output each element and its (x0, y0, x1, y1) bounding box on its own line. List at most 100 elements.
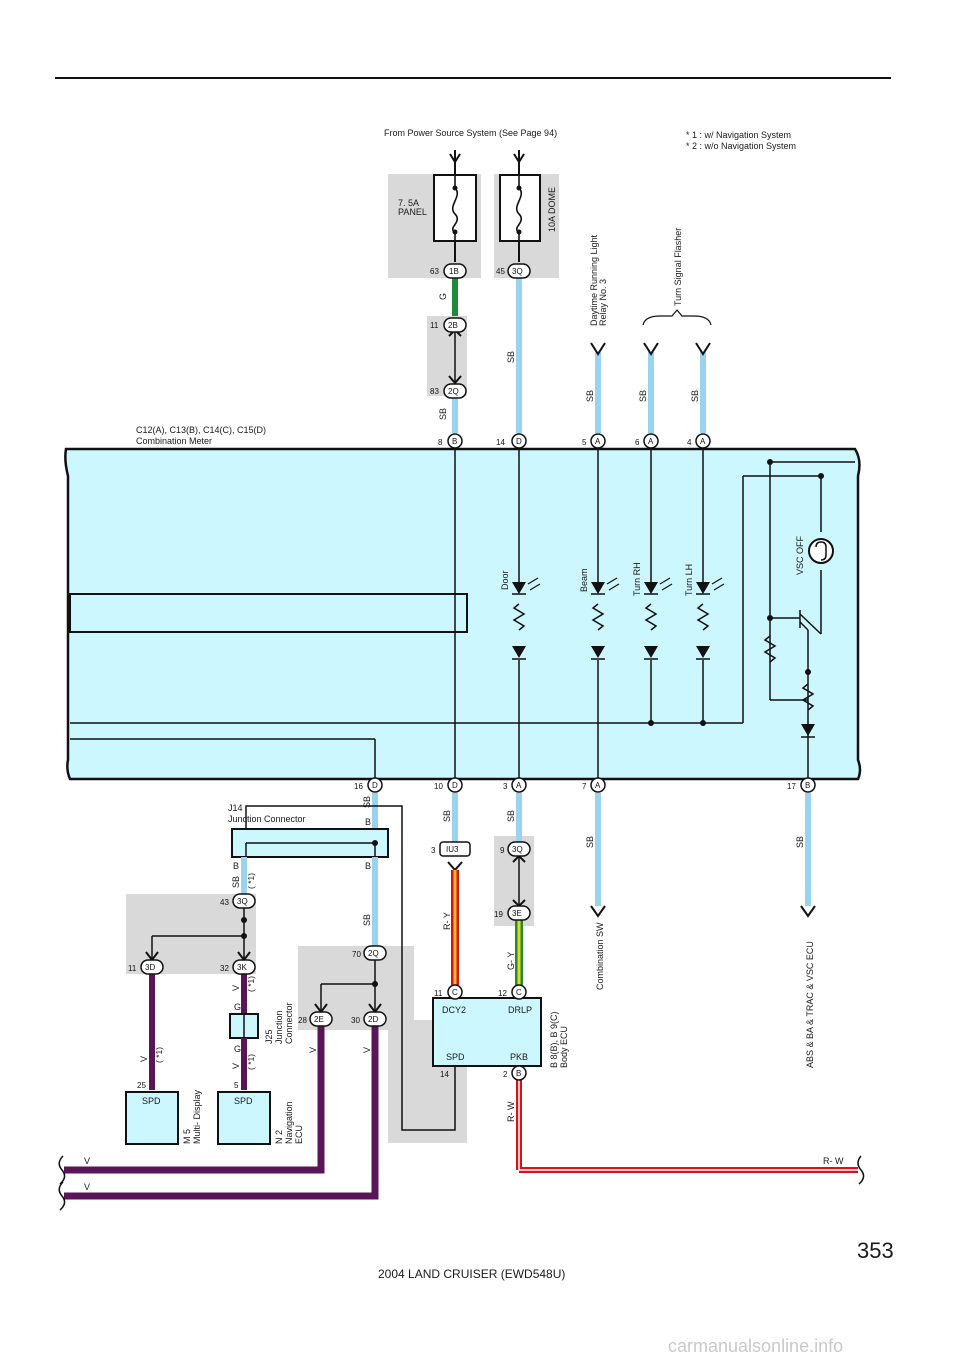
n2-name-2: ECU (294, 1125, 304, 1144)
fuse-panel-rating: 7. 5A (398, 198, 419, 208)
pin-70-2q: 70 (352, 950, 361, 959)
pin-16-d: 16 (354, 782, 363, 791)
conn-3e: 3E (512, 909, 522, 918)
wire-label-sb-4: SB (690, 390, 700, 402)
j25-name-2: Connector (284, 1002, 294, 1044)
conn-b-2: B (516, 1069, 521, 1078)
m5-name: Multi- Display (192, 1089, 202, 1144)
pin-25-m5: 25 (137, 1081, 146, 1090)
conn-2e: 2E (314, 1015, 324, 1024)
wire-label-sb-10: SB (442, 810, 452, 822)
j14-pin-b-left: B (233, 861, 239, 871)
ecu-pin-pkb: PKB (510, 1052, 528, 1062)
turn-flasher-brace (642, 309, 712, 326)
m5-id: M 5 (182, 1129, 192, 1144)
pin-10-d: 10 (434, 782, 443, 791)
connector-iu3 (439, 841, 471, 857)
conn-1b: 1B (449, 267, 459, 276)
wire-v-2e (64, 1026, 325, 1174)
n2-navigation-ecu (217, 1091, 271, 1145)
j25-pin-g-top: G (234, 1002, 241, 1012)
ecu-pin-drlp: DRLP (508, 1005, 532, 1015)
conn-c-12: C (516, 988, 522, 997)
conn-d-14: D (516, 437, 522, 446)
top-connector-arrows (590, 342, 711, 356)
wire-label-sb-14: SB (506, 351, 516, 363)
j14-pin-b-right: B (365, 861, 371, 871)
conn-a-4: A (700, 437, 706, 446)
wire-label-gy: G- Y (506, 952, 516, 970)
wire-v-2d (64, 1026, 379, 1200)
ecu-pin-spd: SPD (446, 1052, 465, 1062)
pin-30-2d: 30 (351, 1016, 360, 1025)
conn-2b: 2B (448, 321, 458, 330)
n2-spd-label: SPD (234, 1096, 253, 1106)
wire-label-sb-j14: SB (231, 876, 241, 888)
pin-11-c: 11 (434, 989, 443, 998)
m5-multi-display (125, 1091, 179, 1145)
conn-a-5: A (595, 437, 601, 446)
drl-relay-line1: Daytime Running Light (589, 234, 599, 326)
j25-id: J25 (264, 1029, 274, 1044)
wire-label-rw: R- W (506, 1101, 516, 1122)
pin-14-d: 14 (496, 438, 505, 447)
wire-note-star1-d: ( *1) (154, 1047, 164, 1063)
conn-3q-top: 3Q (512, 267, 523, 276)
conn-2q-lower: 2Q (368, 949, 379, 958)
j14-pin-b-top: B (365, 817, 371, 827)
pin-12-c: 12 (498, 989, 507, 998)
pin-83: 83 (430, 387, 439, 396)
wire-label-v-h1: V (84, 1156, 90, 1166)
n2-id: N 2 (274, 1130, 284, 1144)
conn-2q-top: 2Q (448, 387, 459, 396)
ecu-pin-dcy2: DCY2 (442, 1005, 466, 1015)
body-ecu-id: B 8(B), B 9(C) (549, 1011, 559, 1068)
note-2: * 2 : w/o Navigation System (686, 141, 796, 151)
pin-8: 8 (438, 438, 443, 447)
pin-32-3k: 32 (220, 964, 229, 973)
pin-7-a: 7 (582, 782, 587, 791)
pin-63: 63 (430, 267, 439, 276)
pin-3-a: 3 (503, 782, 508, 791)
wire-label-v-h2: V (84, 1182, 90, 1192)
meter-internal-wiring (70, 449, 855, 779)
page-number: 353 (857, 1238, 894, 1263)
lamp-turn-lh-label: Turn LH (684, 564, 694, 596)
indicator-leds (512, 577, 815, 738)
meter-title-1: C12(A), C13(B), C14(C), C15(D) (136, 425, 266, 435)
pin-5-n2: 5 (234, 1081, 239, 1090)
lamp-door-label: Door (500, 570, 510, 590)
m5-spd-label: SPD (142, 1096, 161, 1106)
conn-a-6: A (648, 437, 654, 446)
conn-a-7: A (595, 781, 601, 790)
meter-inner-block (69, 593, 468, 633)
conn-2d: 2D (368, 1015, 378, 1024)
vsc-transistor (799, 610, 822, 635)
wire-label-ry: R- Y (442, 912, 452, 930)
conn-a-3: A (516, 781, 522, 790)
lamp-turn-rh-label: Turn RH (632, 562, 642, 596)
pin-17-b: 17 (787, 782, 796, 791)
n2-name-1: Navigation (284, 1101, 294, 1144)
combination-sw-label: Combination SW (595, 922, 605, 990)
conn-iu3: IU3 (446, 845, 459, 854)
lower-output-arrows (590, 905, 816, 918)
junction-2q-2e-2d-bg (298, 946, 467, 1143)
body-ecu-name: Body ECU (559, 1026, 569, 1068)
abs-ecu-label: ABS & BA & TRAC & VSC ECU (805, 941, 815, 1068)
wire-label-sb-70: SB (362, 914, 372, 926)
pin-5-a: 5 (582, 438, 587, 447)
wire-label-sb-5: SB (585, 390, 595, 402)
conn-3k: 3K (237, 963, 247, 972)
wire-label-sb-17: SB (795, 836, 805, 848)
conn-c-11: C (452, 988, 458, 997)
conn-b-8: B (452, 437, 457, 446)
conn-d-16: D (372, 781, 378, 790)
wire-label-v-2d: V (362, 1047, 372, 1053)
vsc-off-lamp (808, 538, 834, 564)
wire-label-g: G (438, 293, 448, 300)
pin-11-3d: 11 (128, 964, 137, 973)
conn-3q-mid: 3Q (512, 845, 523, 854)
wire-spd-return (245, 805, 456, 1131)
